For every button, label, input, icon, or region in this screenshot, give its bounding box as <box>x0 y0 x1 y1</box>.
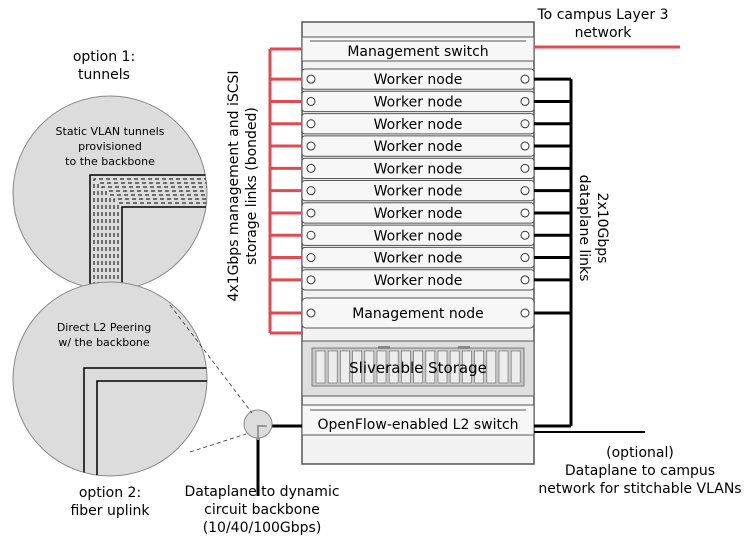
worker-node-label: Worker node <box>374 72 463 88</box>
worker-node: Worker node <box>301 202 535 224</box>
openflow-switch: OpenFlow-enabled L2 switch <box>301 404 535 436</box>
option2-label-line2: fiber uplink <box>70 503 150 519</box>
backbone-label-line2: circuit backbone <box>204 502 320 518</box>
option1-tunnels-zoom: Static VLAN tunnels provisioned to the b… <box>12 95 208 291</box>
campus-dataplane-label-line1: (optional) <box>606 445 674 461</box>
worker-node-label: Worker node <box>374 94 463 110</box>
mgmt-links-label-line1: 4x1Gbps management and iSCSI <box>226 70 242 301</box>
option2-label-line1: option 2: <box>79 485 141 501</box>
campus-dataplane-label-line3: network for stitchable VLANs <box>538 481 741 497</box>
openflow-switch-label: OpenFlow-enabled L2 switch <box>317 417 518 433</box>
uplink-port-bend <box>257 425 267 440</box>
dataplane-links-label-line1: 2x10Gbps <box>594 193 610 264</box>
management-node-label: Management node <box>352 306 484 322</box>
option1-detail-line3: to the backbone <box>65 155 155 168</box>
worker-node: Worker node <box>301 224 535 246</box>
worker-node-label: Worker node <box>374 117 463 133</box>
sliverable-storage: Sliverable Storage <box>301 340 535 397</box>
management-links <box>268 45 680 335</box>
zoom-line-top <box>169 304 253 414</box>
sliverable-storage-label: Sliverable Storage <box>349 359 487 377</box>
zoom-line-bottom <box>189 433 247 453</box>
backbone-label-line3: (10/40/100Gbps) <box>203 520 322 536</box>
backbone-label-line1: Dataplane to dynamic <box>184 484 339 500</box>
mgmt-links-label-line2: storage links (bonded) <box>244 107 260 265</box>
option1-label-line1: option 1: <box>73 49 135 65</box>
worker-node: Worker node <box>301 68 535 90</box>
worker-node: Worker node <box>301 113 535 135</box>
option1-detail-line2: provisioned <box>78 140 142 153</box>
worker-node: Worker node <box>301 246 535 269</box>
worker-node-label: Worker node <box>374 139 463 155</box>
worker-node-label: Worker node <box>374 273 463 289</box>
option2-detail-line2: w/ the backbone <box>58 336 150 349</box>
worker-node-label: Worker node <box>374 228 463 244</box>
management-switch: Management switch <box>301 36 535 62</box>
worker-node-label: Worker node <box>374 206 463 222</box>
dataplane-links-label-line2: dataplane links <box>576 175 592 282</box>
option2-detail-line1: Direct L2 Peering <box>57 321 151 334</box>
campus-dataplane-label-line2: Dataplane to campus <box>565 463 715 479</box>
worker-node: Worker node <box>301 157 535 179</box>
worker-node: Worker node <box>301 135 535 157</box>
management-switch-label: Management switch <box>347 44 488 60</box>
worker-node: Worker node <box>301 180 535 202</box>
option2-fiber-zoom: Direct L2 Peering w/ the backbone <box>12 281 208 477</box>
worker-node: Worker node <box>301 269 535 291</box>
option1-label-line2: tunnels <box>78 67 130 83</box>
campus-l3-label-line2: network <box>575 25 633 41</box>
option1-detail-line1: Static VLAN tunnels <box>56 125 165 138</box>
worker-node-label: Worker node <box>374 184 463 200</box>
worker-node-label: Worker node <box>374 251 463 267</box>
management-node: Management node <box>301 297 535 329</box>
worker-node-label: Worker node <box>374 161 463 177</box>
worker-node: Worker node <box>301 90 535 113</box>
dataplane-links <box>256 77 645 496</box>
campus-l3-label-line1: To campus Layer 3 <box>537 7 669 23</box>
